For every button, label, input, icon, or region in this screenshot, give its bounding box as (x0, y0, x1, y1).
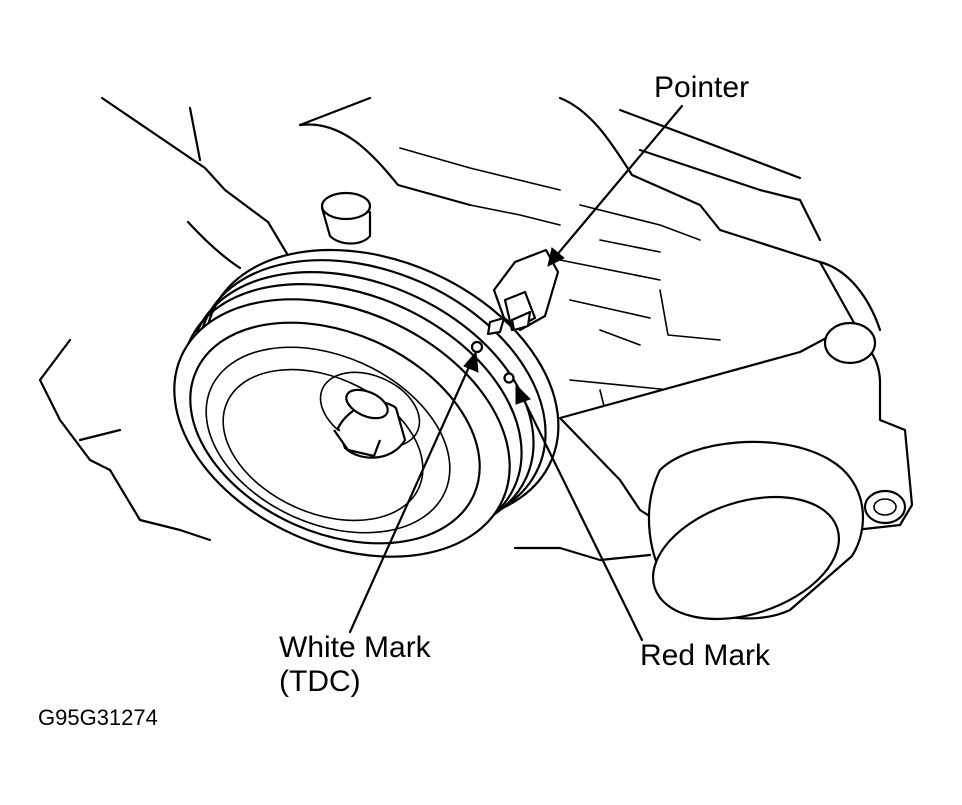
white-mark-leader-arrow (348, 350, 479, 634)
tdc-label: (TDC) (279, 665, 361, 698)
red-mark-leader-arrow (515, 383, 644, 642)
red-mark-label: Red Mark (640, 639, 771, 672)
timing-pointer (486, 248, 560, 336)
crank-bolt (333, 388, 407, 459)
white-mark-dot (470, 340, 484, 354)
figure-code: G95G31274 (38, 705, 158, 730)
crankshaft-pulley (173, 248, 560, 558)
alternator-bracket (558, 321, 914, 621)
block-boss (320, 191, 372, 245)
red-mark-dot (503, 372, 515, 384)
white-mark-label: White Mark (279, 631, 431, 664)
pointer-leader-arrow (547, 104, 684, 267)
pointer-label: Pointer (654, 71, 750, 104)
